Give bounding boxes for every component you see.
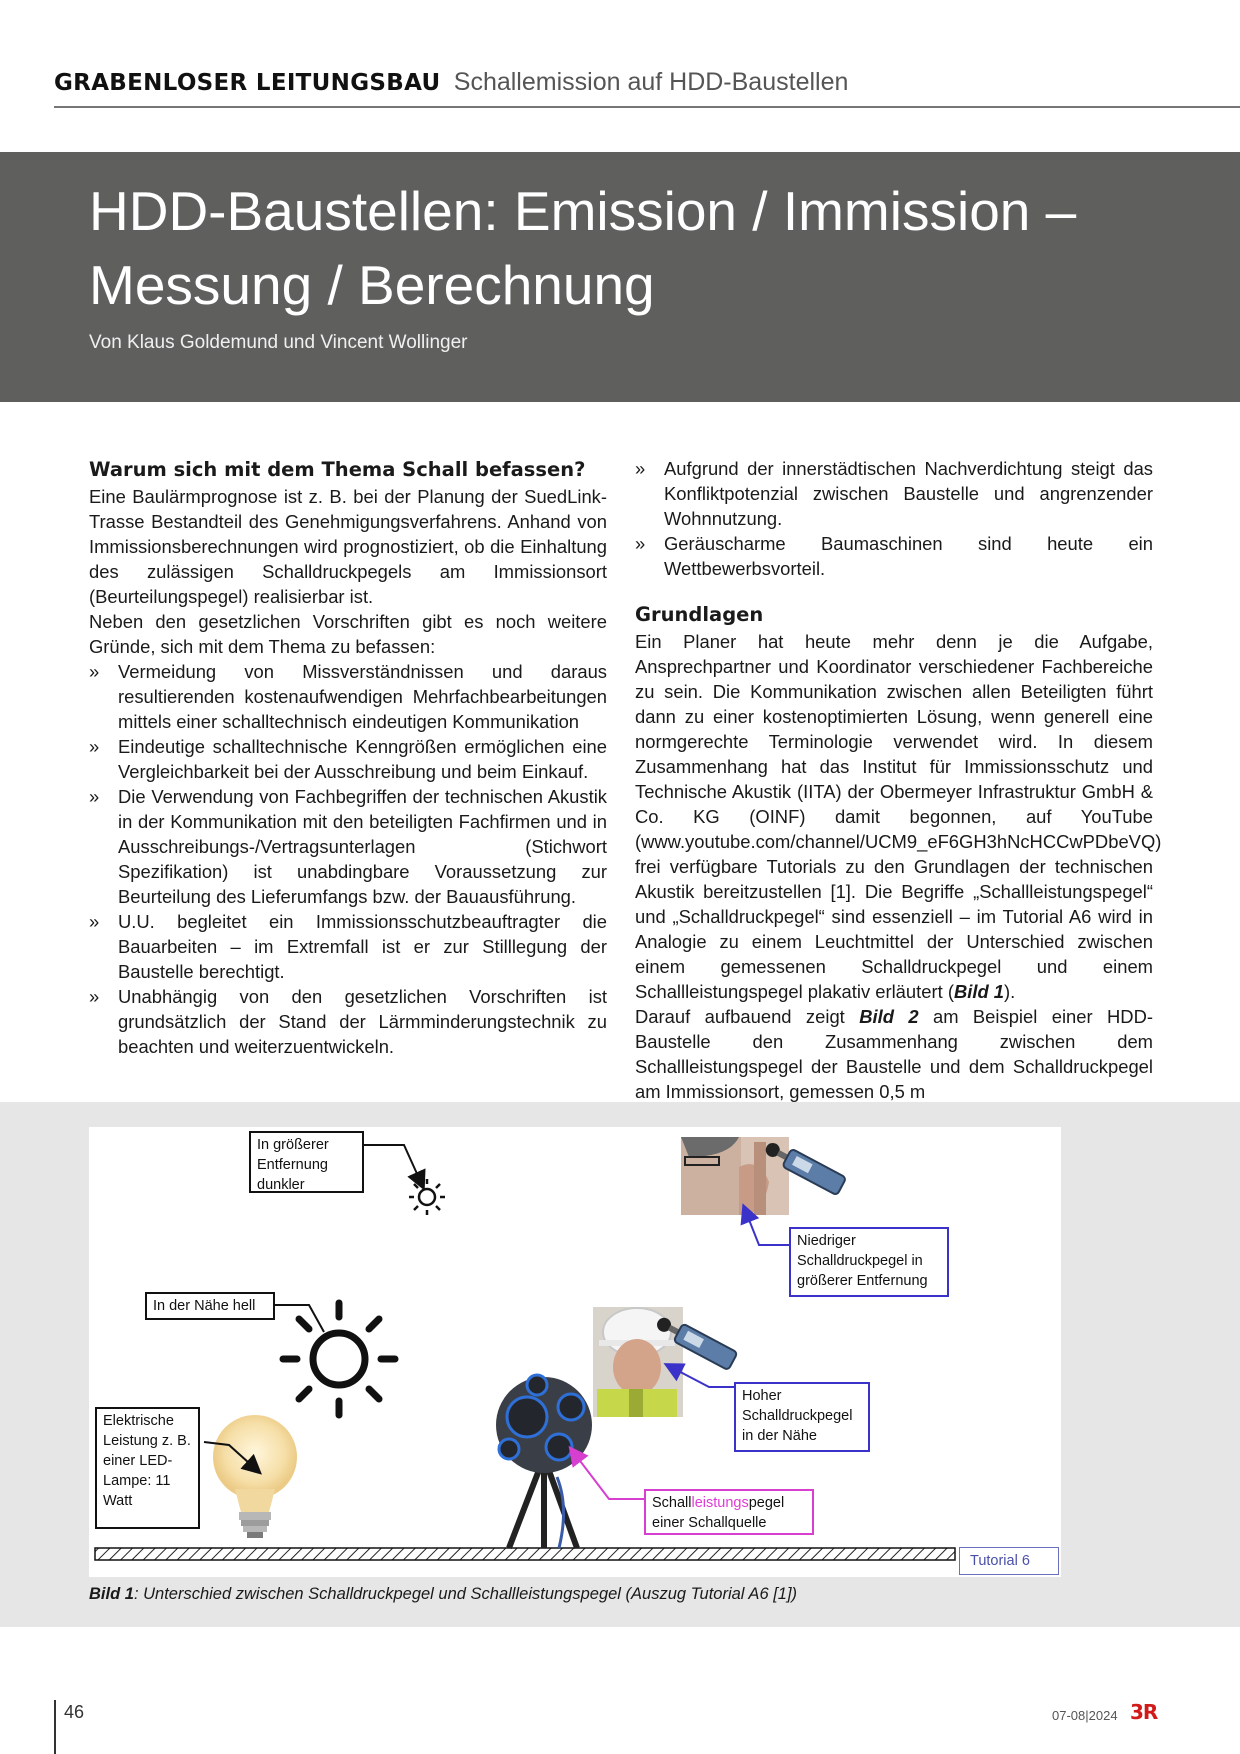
issue-label: 07-08|2024 [1052, 1708, 1118, 1723]
list-item: U.U. begleitet ein Immissionsschutzbeauf… [89, 909, 607, 984]
left-column: Warum sich mit dem Thema Schall befassen… [89, 456, 607, 1059]
paragraph: Darauf aufbauend zeigt Bild 2 am Beispie… [635, 1004, 1153, 1104]
article-title: HDD-Baustellen: Emission / Immission – M… [89, 174, 1199, 322]
right-column: Aufgrund der innerstädtischen Nachverdic… [635, 456, 1161, 1104]
section-label: GRABENLOSER LEITUNGSBAU [54, 70, 441, 96]
topic-label: Schallemission auf HDD-Baustellen [453, 68, 849, 96]
label-part: Schall [652, 1495, 692, 1511]
sound-level-meter-icon [765, 1142, 846, 1196]
page-number: 46 [64, 1702, 85, 1722]
section-heading-basics: Grundlagen [635, 603, 764, 626]
leader-line [364, 1144, 426, 1191]
paragraph-text: ). [1004, 981, 1016, 1002]
reason-list: Vermeidung von Missverständnissen und da… [89, 659, 607, 1059]
leader-line [203, 1441, 262, 1475]
label-near-bright: In der Nähe hell [145, 1292, 275, 1320]
paragraph-text: Darauf aufbauend zeigt [635, 1006, 860, 1027]
paragraph: Neben den gesetzlichen Vorschriften gibt… [89, 611, 607, 657]
label-low-spl: Niedriger Schalldruckpegel in größerer E… [789, 1227, 949, 1297]
publisher-logo: 3R [1130, 1700, 1158, 1724]
light-bulb-icon [213, 1415, 297, 1538]
figure-reference: Bild 1 [953, 981, 1005, 1002]
ground-hatch [94, 1547, 956, 1561]
leader-line [568, 1445, 644, 1500]
tutorial-tag: Tutorial 6 [959, 1547, 1059, 1575]
leader-line [663, 1363, 734, 1388]
list-item: Vermeidung von Missverständnissen und da… [89, 659, 607, 734]
footer-divider [54, 1700, 56, 1754]
author-line: Von Klaus Goldemund und Vincent Wollinge… [89, 332, 468, 353]
list-item: Unabhängig von den gesetzlichen Vorschri… [89, 984, 607, 1059]
label-electric-power: Elektrische Leistung z. B. einer LED-Lam… [95, 1407, 200, 1529]
figure-canvas: In größerer Entfernung dunkler In der Nä… [89, 1127, 1061, 1577]
header-divider [54, 106, 1240, 108]
large-sun-icon [279, 1299, 399, 1419]
worker-photo [593, 1307, 683, 1417]
figure-illustration [94, 1137, 956, 1561]
figure-caption: Bild 1: Unterschied zwischen Schalldruck… [89, 1585, 797, 1604]
figure-reference: Bild 2 [859, 1006, 919, 1027]
label-high-spl: Hoher Schalldruckpegel in der Nähe [734, 1382, 870, 1452]
caption-text: : Unterschied zwischen Schalldruckpegel … [133, 1585, 798, 1603]
label-part: pegel [748, 1495, 785, 1511]
running-header: GRABENLOSER LEITUNGSBAU Schallemission a… [54, 68, 848, 97]
section-heading-why: Warum sich mit dem Thema Schall befassen… [89, 458, 586, 481]
title-band: HDD-Baustellen: Emission / Immission – M… [0, 152, 1240, 402]
dodecahedron-speaker-icon [496, 1373, 592, 1550]
label-far-dark: In größerer Entfernung dunkler [249, 1131, 364, 1193]
caption-ref: Bild 1 [89, 1585, 134, 1603]
list-item: Die Verwendung von Fachbegriffen der tec… [89, 784, 607, 909]
list-item: Eindeutige schalltechnische Kenngrößen e… [89, 734, 607, 784]
leader-line [740, 1203, 789, 1246]
title-line-2: Messung / Berechnung [89, 254, 655, 316]
small-sun-icon [409, 1179, 445, 1215]
label-sound-power-level: Schallleistungspegel einer Schallquelle [644, 1489, 814, 1535]
list-item: Geräuscharme Baumaschinen sind heute ein… [635, 531, 1153, 581]
list-item: Aufgrund der innerstädtischen Nachverdic… [635, 456, 1153, 531]
title-line-1: HDD-Baustellen: Emission / Immission – [89, 180, 1077, 242]
reason-list-continued: Aufgrund der innerstädtischen Nachverdic… [635, 456, 1153, 581]
label-part: einer Schallquelle [652, 1515, 767, 1531]
paragraph-text: Ein Planer hat heute mehr denn je die Au… [635, 631, 1162, 1002]
paragraph-text: am Beispiel einer HDD-Baustelle den Zusa… [635, 1006, 1153, 1102]
leader-line [274, 1304, 325, 1333]
label-part-highlight: leistungs [691, 1495, 749, 1511]
sound-level-meter-icon [657, 1317, 738, 1370]
paragraph: Eine Baulärmprognose ist z. B. bei der P… [89, 486, 607, 607]
paragraph: Ein Planer hat heute mehr denn je die Au… [635, 629, 1161, 1004]
